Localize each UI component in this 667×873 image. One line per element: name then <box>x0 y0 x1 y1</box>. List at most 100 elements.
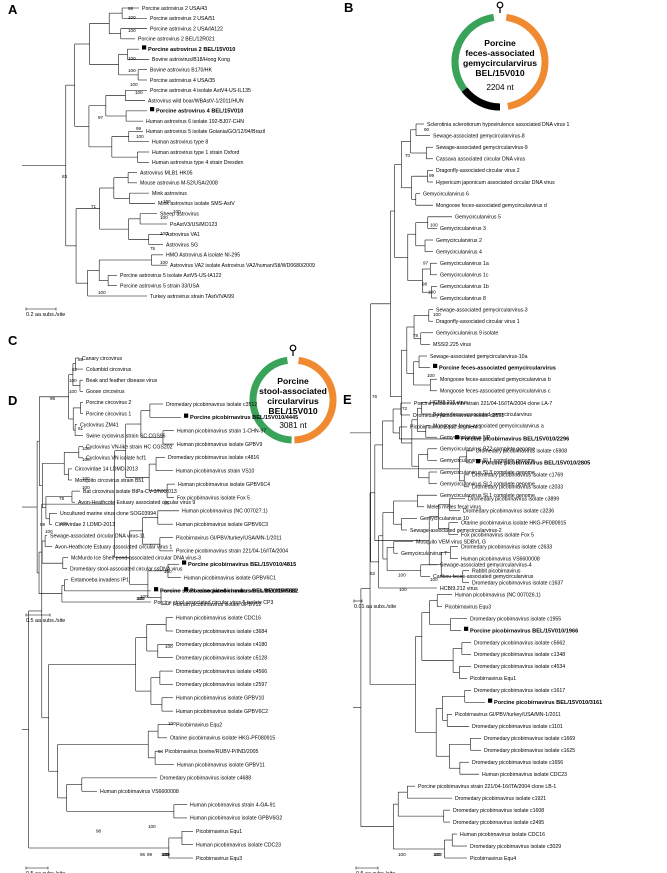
bootstrap-value: 100 <box>398 573 406 578</box>
bootstrap-value: 71 <box>91 204 97 209</box>
genome-title-line: BEL/15V010 <box>475 68 524 78</box>
highlight-marker <box>464 626 469 631</box>
leaf-label: Human picobirnavirus isolate GPBV10 <box>176 696 264 702</box>
bootstrap-value: 99 <box>147 852 153 857</box>
bootstrap-value: 76 <box>372 394 378 399</box>
leaf-label: Dromedary picobirnavirus isolate c3029 <box>470 844 561 850</box>
leaf-label: Picobirnavirus Equ3 <box>196 856 242 862</box>
leaf-label: Goose circovirus <box>86 389 125 395</box>
bootstrap-value: 100 <box>136 134 144 139</box>
leaf-label: Dromedary picobirnavirus isolate c3684 <box>176 629 267 635</box>
highlighted-leaf-label: Porcine picobirnavirus BEL/15V010/4815 <box>188 562 296 568</box>
bootstrap-value: 100 <box>140 594 148 599</box>
genome-length: 2204 nt <box>486 83 514 92</box>
genome-title-line: BEL/15V010 <box>268 406 317 416</box>
leaf-label: Dromedary picobirnavirus isolate c4566 <box>176 669 267 675</box>
leaf-label: Porcine astrovirus 2 BEL/12R021 <box>138 37 215 43</box>
genome-title-line: gemycircularvirus <box>463 58 537 68</box>
leaf-label: Avon-Heathcote Estuary associated circul… <box>55 544 172 550</box>
bootstrap-values: 8882100100966110010010010078100891001001… <box>40 357 148 601</box>
leaf-label: Otarine picobirnavirus isolate HKG-PF080… <box>170 736 275 742</box>
scale-bar-tick <box>25 307 57 311</box>
bootstrap-value: 100 <box>430 577 438 582</box>
leaf-label: Dromedary picobirnavirus isolate c1637 <box>472 580 563 586</box>
bootstrap-value: 100 <box>98 290 106 295</box>
leaf-label: Dromedary picobirnavirus isolate c2633 <box>461 544 552 550</box>
leaf-label: Sheep astrovirus <box>160 212 199 218</box>
leaf-label: Beak and feather disease virus <box>86 378 158 384</box>
tree-branches <box>353 402 485 859</box>
leaf-label: Gemycircularvirus SL2 complete genome <box>440 481 535 487</box>
leaf-label: Dromedary picobirnavirus isolate c1101 <box>472 724 563 730</box>
highlight-marker <box>476 459 481 464</box>
genome-title-line: Porcine <box>484 38 516 48</box>
leaf-label: Cassava associated circular DNA virus <box>436 157 525 163</box>
leaf-label: Human picobirnavirus isolate GPBV6C1 <box>184 575 276 581</box>
leaf-label: Porcine astrovirus 4 isolate AstV4-US-IL… <box>150 88 251 94</box>
highlight-marker <box>182 560 187 565</box>
leaf-label: Avon-Heathcote Estuary associated circul… <box>78 500 195 506</box>
leaf-label: Mosquito circovirus strain B51 <box>75 478 144 484</box>
leaf-label: Circovirdae 14 LDMD-2013 <box>75 467 138 473</box>
leaf-label: Dromedary picobirnavirus isolate c1656 <box>472 760 563 766</box>
panel-letter: A <box>8 2 18 17</box>
leaf-label: Fox picobirnavirus isolate Fox 5 <box>177 495 250 501</box>
leaf-label: Dromedary picobirnavirus isolate c1955 <box>470 616 561 622</box>
bootstrap-value: 78 <box>413 333 419 338</box>
bootstrap-value: 72 <box>402 406 408 411</box>
intron-arc <box>461 87 501 111</box>
leaf-label: Human picobirnavirus isolate CDC23 <box>196 842 281 848</box>
leaf-label: Human picobirnavirus strain 4-GA-91 <box>190 802 275 808</box>
bootstrap-value: 96 <box>50 396 56 401</box>
bootstrap-value: 100 <box>82 457 90 462</box>
bootstrap-value: 100 <box>165 644 173 649</box>
leaf-label: Picobirnavirus Equ4 <box>470 856 516 862</box>
bootstrap-value: 100 <box>434 852 442 857</box>
bootstrap-value: 98 <box>422 281 428 286</box>
leaf-label: Picobirnavirus GI/PBV/turkey/USA/MN-1/20… <box>176 535 282 541</box>
leaf-label: Mongoose feces-associated gemycircularvi… <box>433 423 544 429</box>
leaf-label: Dromedary picobirnavirus isolate c1769 <box>472 473 563 479</box>
leaf-label: Astrovirus VA1 <box>166 232 200 238</box>
bootstrap-value: 100 <box>433 852 441 857</box>
leaf-label: Gemycircularvirus 5 <box>455 215 501 221</box>
leaf-label: Astrovirus MLB1 HK05 <box>140 170 193 176</box>
leaf-label: Columbid circovirus <box>86 367 132 373</box>
leaf-label: Cyclovirus VN isolate hcf1 <box>86 456 146 462</box>
leaf-label: Human picobirnavirus strain 1-CHN-97 <box>177 429 266 435</box>
leaf-label: Dromedary picobirnavirus isolate c5128 <box>176 656 267 662</box>
leaf-labels: Dromedary picobirnavirus isolate c3512Po… <box>100 402 298 862</box>
tree-branches <box>350 123 452 589</box>
bootstrap-value: 100 <box>69 389 77 394</box>
leaf-label: Dromedary picobirnavirus isolate c4180 <box>176 642 267 648</box>
leaf-label: Human astrovirus 6 isolate 192-BJ07-CHN <box>146 119 244 125</box>
leaf-label: Human picobirnavirus isolate GPBV9 <box>177 442 262 448</box>
bootstrap-value: 100 <box>135 90 143 95</box>
leaf-label: Dromedary picobirnavirus isolate c4534 <box>474 664 565 670</box>
bootstrap-value: 100 <box>128 15 136 20</box>
leaf-label: Gemycircularvirus SL1 complete genome <box>440 458 535 464</box>
leaf-label: Human picobirnavirus strain VS10 <box>176 469 255 475</box>
bootstrap-value: 88 <box>78 357 84 362</box>
leaf-label: Picobirnavirus Equ1 <box>196 829 242 835</box>
leaf-label: Turkey astrovirus strain TAstV/VA/99 <box>150 294 234 300</box>
bootstrap-value: 100 <box>162 852 170 857</box>
leaf-label: Dromedary picobirnavirus isolate c3899 <box>468 497 559 503</box>
leaf-label: Gemycircularvirus 9 isolate <box>436 331 498 337</box>
leaf-label: HMO Astrovirus A isolate NI-295 <box>166 253 240 259</box>
bootstrap-value: 100 <box>161 852 169 857</box>
leaf-label: Human picobirnavirus VS6600008 <box>461 556 540 562</box>
bootstrap-value: 100 <box>128 56 136 61</box>
bootstrap-value: 100 <box>128 28 136 33</box>
highlighted-leaf-label: Porcine picobirnavirus BEL/15V010/2805 <box>482 461 590 467</box>
leaf-label: Gemycircularvirus 10 <box>420 516 469 522</box>
bootstrap-value: 100 <box>137 596 145 601</box>
bootstrap-value: 100 <box>163 199 171 204</box>
scale-bar: 0.2 aa subs./site <box>25 307 65 318</box>
bootstrap-value: 100 <box>160 260 168 265</box>
leaf-label: Human picobirnavirus (NC 007027.1) <box>182 509 268 515</box>
panel-letter: B <box>344 0 353 15</box>
